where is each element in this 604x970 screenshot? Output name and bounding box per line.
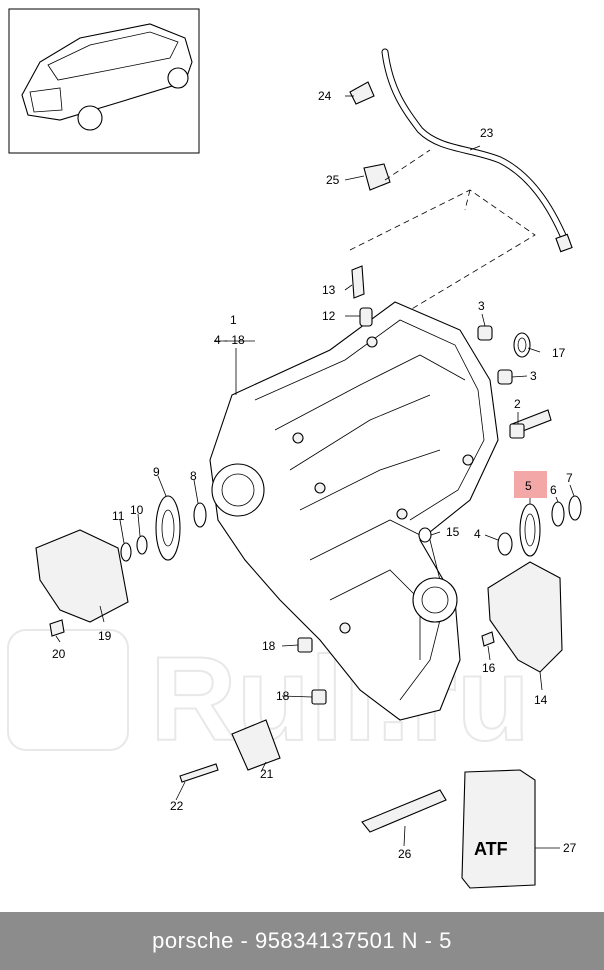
callout-15: 15: [446, 525, 460, 539]
shield-9-icon: [155, 495, 181, 561]
parts-diagram: Ruli.ru: [7, 8, 582, 889]
clip-25-icon: [363, 163, 391, 191]
callout-17: 17: [552, 346, 566, 360]
callout-8: 8: [190, 469, 197, 483]
callouts: 24 23 25 13 12 3 1 4 - 18 17 3 2 9 8 5 7…: [52, 89, 577, 861]
actuator-14-icon: [487, 561, 563, 673]
ring-6-icon: [551, 501, 565, 527]
clip-24-icon: [349, 81, 375, 105]
callout-3b: 3: [530, 369, 537, 383]
small-parts: ATF: [35, 265, 582, 889]
callout-13: 13: [322, 283, 336, 297]
seal-8-icon: [193, 502, 207, 528]
callout-25: 25: [326, 173, 340, 187]
callout-23: 23: [480, 126, 494, 140]
callout-14: 14: [534, 693, 548, 707]
exploded-view: Ruli.ru: [7, 8, 582, 889]
seal-4-icon: [497, 532, 513, 556]
callout-1-range: 4 - 18: [214, 333, 245, 347]
bushing-12-icon: [359, 307, 373, 327]
footer-bar: porsche - 95834137501 N - 5: [0, 912, 604, 970]
breather-hose-group: [349, 48, 573, 311]
highlight-part-5: [514, 471, 547, 498]
callout-3a: 3: [478, 299, 485, 313]
ring-7-icon: [568, 495, 582, 521]
callout-5: 5: [525, 479, 532, 493]
callout-2: 2: [514, 397, 521, 411]
callout-9: 9: [153, 465, 160, 479]
callout-7: 7: [566, 471, 573, 485]
bolt-22-icon: [179, 763, 219, 783]
part-number-caption: porsche - 95834137501 N - 5: [152, 928, 452, 953]
callout-19: 19: [98, 629, 112, 643]
bolt-16-icon: [481, 631, 495, 647]
transfer-case-housing: [209, 301, 499, 721]
callout-18b: 18: [276, 689, 290, 703]
seal-17-icon: [513, 332, 531, 358]
callout-6: 6: [550, 483, 557, 497]
callout-24: 24: [318, 89, 332, 103]
vehicle-thumbnail: [8, 8, 200, 154]
ring-11-icon: [120, 542, 132, 562]
seal-5-icon: [519, 503, 541, 557]
sealant-tube-26-icon: [361, 789, 447, 833]
callout-18a: 18: [262, 639, 276, 653]
vent-valve-13-icon: [351, 265, 365, 299]
bushing-3a-icon: [477, 325, 493, 341]
callout-16: 16: [482, 661, 496, 675]
atf-container-label: ATF: [474, 839, 508, 859]
callout-1: 1: [230, 313, 237, 327]
bushing-3b-icon: [497, 369, 513, 385]
leader-lines: [55, 95, 575, 849]
ring-15-icon: [418, 527, 432, 543]
callout-21: 21: [260, 767, 274, 781]
mount-19-icon: [35, 529, 129, 623]
callout-12: 12: [322, 309, 336, 323]
nut-18b-icon: [311, 689, 327, 705]
bushing-21-icon: [231, 719, 281, 771]
callout-4: 4: [474, 527, 481, 541]
callout-22: 22: [170, 799, 184, 813]
callout-11: 11: [112, 509, 125, 523]
watermark-logo-box: [7, 629, 129, 751]
callout-26: 26: [398, 847, 412, 861]
callout-20: 20: [52, 647, 66, 661]
ring-10-icon: [136, 535, 148, 555]
bolt-20-icon: [49, 619, 65, 637]
nut-18a-icon: [297, 637, 313, 653]
callout-27: 27: [563, 841, 577, 855]
atf-container-27-icon: [461, 769, 536, 889]
callout-10: 10: [130, 503, 144, 517]
